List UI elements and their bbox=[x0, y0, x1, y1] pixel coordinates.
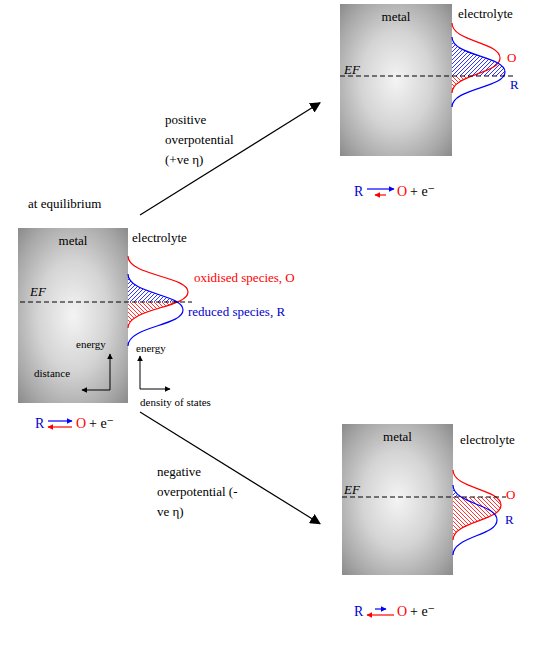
oxidised-dos-curve bbox=[452, 23, 500, 93]
oxidised-dos-curve bbox=[128, 256, 188, 328]
occupied-hatch bbox=[452, 37, 505, 76]
diagram-label: oxidised species, O bbox=[194, 270, 295, 286]
forward-arrow bbox=[375, 608, 386, 609]
edge-label: negative overpotential (-ve η) bbox=[157, 462, 241, 522]
empty-hatch bbox=[128, 302, 188, 328]
edge-label: positive overpotential (+ve η) bbox=[165, 110, 249, 170]
distance-axis bbox=[82, 390, 110, 391]
empty-hatch bbox=[452, 76, 500, 93]
diagram-label: electrolyte bbox=[132, 230, 187, 246]
reduced-dos-curve bbox=[452, 37, 505, 107]
diagram-label: density of states bbox=[140, 394, 211, 410]
metal-electrode: metal bbox=[340, 4, 452, 156]
diagram-label: O bbox=[397, 184, 407, 200]
backward-arrow bbox=[367, 614, 394, 615]
reduced-dos-curve bbox=[128, 274, 183, 346]
diagram-label: at equilibrium bbox=[28, 196, 101, 212]
occupied-hatch bbox=[128, 274, 183, 302]
diagram-label: electrolyte bbox=[458, 6, 513, 22]
diagram-label: O bbox=[397, 604, 407, 620]
diagram-label: R bbox=[510, 77, 519, 93]
electrode-label: metal bbox=[340, 4, 452, 24]
reduced-dos-curve bbox=[453, 485, 497, 555]
electrode-label: metal bbox=[18, 228, 128, 248]
oxidised-dos-curve bbox=[453, 470, 501, 540]
forward-arrow bbox=[48, 420, 72, 421]
transition-arrow bbox=[140, 412, 320, 524]
diagram-label: + e⁻ bbox=[410, 604, 435, 620]
dos-axis bbox=[140, 389, 170, 390]
diagram-label: O bbox=[76, 416, 86, 432]
fermi-level-line bbox=[342, 497, 506, 498]
empty-hatch bbox=[453, 497, 501, 540]
diagram-label: electrolyte bbox=[460, 432, 515, 448]
diagram-label: R bbox=[354, 184, 363, 200]
fermi-level-line bbox=[20, 302, 192, 303]
backward-arrow bbox=[375, 194, 386, 195]
diagram-label: + e⁻ bbox=[410, 184, 435, 200]
diagram-label: R bbox=[505, 512, 514, 528]
energy-axis bbox=[110, 354, 111, 390]
occupied-hatch bbox=[453, 485, 497, 497]
electrode-label: metal bbox=[342, 424, 453, 444]
diagram-label: O bbox=[506, 487, 515, 503]
diagram-label: + e⁻ bbox=[89, 416, 114, 432]
metal-electrode: metal bbox=[18, 228, 128, 403]
diagram-label: O bbox=[507, 50, 516, 66]
transition-arrow bbox=[140, 103, 320, 215]
backward-arrow bbox=[48, 426, 72, 427]
diagram-label: R bbox=[35, 416, 44, 432]
metal-electrode: metal bbox=[342, 424, 453, 575]
forward-arrow bbox=[367, 188, 394, 189]
energy-axis bbox=[140, 356, 141, 389]
diagram-label: energy bbox=[136, 340, 166, 356]
diagram-label: R bbox=[354, 604, 363, 620]
diagram-label: reduced species, R bbox=[188, 304, 285, 320]
fermi-level-line bbox=[340, 76, 516, 77]
